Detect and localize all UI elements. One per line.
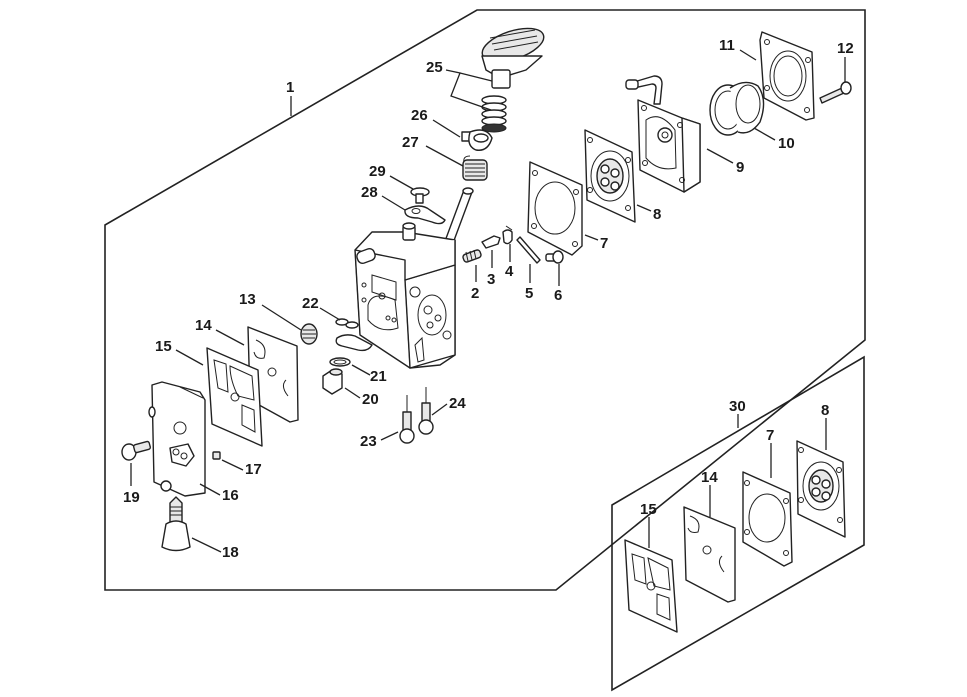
part-2-spring bbox=[462, 249, 482, 263]
kit-part-14-gasket bbox=[683, 506, 736, 603]
callout-3: 3 bbox=[487, 271, 495, 288]
callout-29: 29 bbox=[369, 163, 386, 180]
leader-lines bbox=[130, 49, 846, 553]
callout-4: 4 bbox=[505, 263, 514, 280]
kit-part-8-diaphragm bbox=[796, 440, 846, 538]
part-4-lever bbox=[502, 225, 513, 245]
callout-21: 21 bbox=[370, 368, 387, 385]
callout-23: 23 bbox=[360, 433, 377, 450]
callout-18: 18 bbox=[222, 544, 239, 561]
assembly-frame-main bbox=[104, 9, 866, 591]
callout-12: 12 bbox=[837, 40, 854, 57]
callout-14: 14 bbox=[195, 317, 212, 334]
callout-2: 2 bbox=[471, 285, 479, 302]
callout-19: 19 bbox=[123, 489, 140, 506]
callout-20: 20 bbox=[362, 391, 379, 408]
callout-25: 25 bbox=[426, 59, 443, 76]
part-6-screw bbox=[545, 250, 564, 264]
part-25-spring bbox=[481, 95, 507, 133]
part-19-screw bbox=[121, 440, 152, 461]
part-10-ring bbox=[709, 81, 765, 136]
kit-callout-8: 8 bbox=[821, 402, 829, 419]
kit-part-15-gasket bbox=[624, 539, 678, 633]
callout-10: 10 bbox=[778, 135, 795, 152]
part-28-lever bbox=[404, 205, 446, 225]
callout-28: 28 bbox=[361, 184, 378, 201]
part-25-knob bbox=[481, 27, 545, 89]
callout-9: 9 bbox=[736, 159, 744, 176]
callout-11: 11 bbox=[719, 37, 735, 54]
part-29-screw bbox=[410, 187, 430, 204]
part-3-needle bbox=[481, 235, 501, 249]
part-20-fitting bbox=[322, 368, 343, 395]
kit-part-7-gasket bbox=[742, 471, 793, 567]
part-17-plug bbox=[212, 451, 221, 460]
callout-5: 5 bbox=[525, 285, 533, 302]
kit-callout-7: 7 bbox=[766, 427, 774, 444]
part-13-screen bbox=[300, 323, 318, 345]
callout-7: 7 bbox=[600, 235, 608, 252]
callout-24: 24 bbox=[449, 395, 466, 412]
part-27-torsion-spring bbox=[462, 155, 488, 181]
part-26-clip bbox=[461, 129, 493, 151]
part-7-gasket bbox=[527, 161, 583, 256]
callout-1: 1 bbox=[286, 79, 294, 96]
callout-8: 8 bbox=[653, 206, 661, 223]
part-14-gasket bbox=[247, 326, 299, 423]
part-21-oring bbox=[329, 357, 351, 367]
callout-30: 30 bbox=[729, 398, 746, 415]
part-23-screw bbox=[399, 395, 415, 444]
callout-22: 22 bbox=[302, 295, 319, 312]
kit-callout-15: 15 bbox=[640, 501, 657, 518]
part-22-gasket bbox=[335, 318, 373, 352]
part-18-bulb bbox=[161, 496, 191, 552]
part-9-pump-cover bbox=[625, 75, 701, 193]
callout-27: 27 bbox=[402, 134, 419, 151]
callout-6: 6 bbox=[554, 287, 562, 304]
part-8-diaphragm bbox=[584, 129, 636, 223]
callout-17: 17 bbox=[245, 461, 262, 478]
callout-13: 13 bbox=[239, 291, 256, 308]
assembly-frame-kit bbox=[611, 355, 865, 692]
part-15-gasket bbox=[206, 347, 263, 447]
kit-callout-14: 14 bbox=[701, 469, 718, 486]
part-24-screw bbox=[418, 387, 434, 435]
part-11-flange bbox=[759, 31, 815, 121]
callout-16: 16 bbox=[222, 487, 239, 504]
callout-15: 15 bbox=[155, 338, 172, 355]
part-16-cover bbox=[148, 381, 206, 497]
part-12-screw bbox=[819, 81, 852, 104]
part-5-pin bbox=[516, 236, 541, 264]
callout-26: 26 bbox=[411, 107, 428, 124]
part-carburetor-body bbox=[354, 222, 456, 369]
